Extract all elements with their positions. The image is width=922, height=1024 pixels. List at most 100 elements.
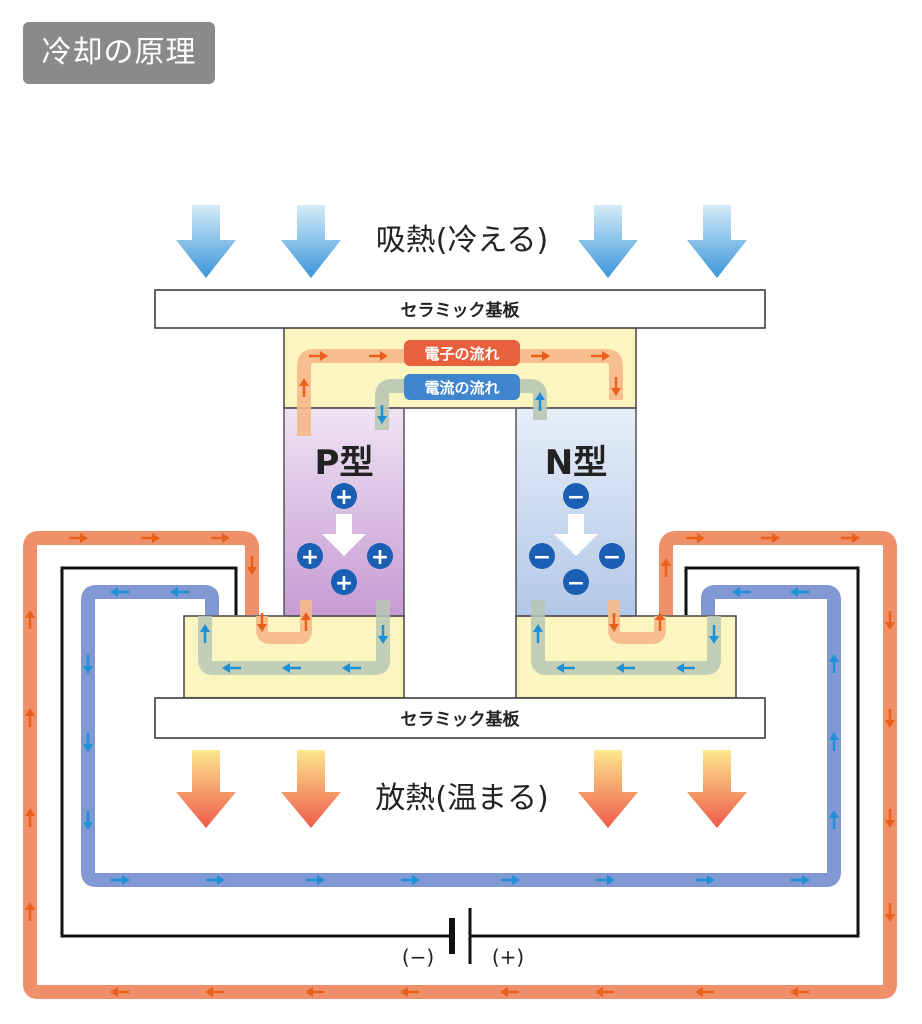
current-arrow	[83, 655, 93, 674]
current-arrow	[556, 663, 575, 673]
current-arrow	[111, 875, 130, 885]
electron-arrow	[369, 351, 388, 361]
electron-arrow	[661, 558, 671, 577]
electron-flow-label: 電子の流れ	[424, 345, 499, 363]
heat-release-arrow	[281, 750, 341, 828]
electron-arrow	[885, 611, 895, 630]
heat-absorb-arrow	[687, 205, 747, 278]
current-arrow	[200, 624, 210, 643]
electron-arrow	[591, 351, 610, 361]
current-arrow	[306, 875, 325, 885]
svg-text:−: −	[567, 485, 585, 510]
current-arrow	[535, 392, 545, 411]
bottom-electrode-right	[515, 615, 737, 699]
electron-arrow	[885, 709, 895, 728]
electron-arrow	[686, 533, 705, 543]
svg-text:−: −	[603, 545, 621, 570]
n-type-label: N型	[545, 443, 607, 483]
top-ceramic-plate	[154, 289, 766, 329]
flow-direction-arrows	[25, 351, 895, 997]
heat-absorb-arrow	[176, 205, 236, 278]
page-title: 冷却の原理	[23, 22, 215, 84]
electron-arrow	[609, 613, 619, 632]
current-arrow	[222, 663, 241, 673]
bottom-ceramic-plate	[154, 697, 766, 739]
current-arrow	[170, 587, 189, 597]
svg-text:+: +	[371, 545, 389, 570]
top-plate-label: セラミック基板	[401, 300, 521, 321]
electron-arrow	[211, 533, 230, 543]
current-arrow	[829, 732, 839, 751]
p-charge-flow-arrow	[322, 514, 366, 556]
current-arrow	[676, 663, 695, 673]
electron-arrow	[885, 903, 895, 922]
n-type-electrons: − − − −	[529, 483, 625, 596]
current-arrow	[110, 587, 129, 597]
electron-arrow	[309, 351, 328, 361]
current-arrow	[83, 733, 93, 752]
current-arrow	[709, 625, 719, 644]
heat-absorb-arrows	[176, 205, 747, 278]
heat-release-arrow	[578, 750, 638, 828]
heat-absorb-label: 吸熱(冷える)	[376, 223, 549, 258]
svg-text:+: +	[301, 545, 319, 570]
current-arrow	[401, 875, 420, 885]
heat-release-label: 放熱(温まる)	[375, 781, 548, 816]
electron-arrow	[400, 987, 419, 997]
current-arrow	[791, 875, 810, 885]
electron-arrow	[761, 533, 780, 543]
plus-terminal-label: (+)	[492, 945, 524, 969]
svg-text:+: +	[335, 485, 353, 510]
electron-arrow	[25, 610, 35, 629]
electron-charge	[529, 543, 555, 569]
current-arrow	[282, 663, 301, 673]
current-arrow	[501, 875, 520, 885]
hole-charge	[297, 543, 323, 569]
electron-arrow	[205, 987, 224, 997]
current-arrow	[696, 875, 715, 885]
electron-flow-pill	[404, 340, 520, 366]
electron-arrow	[257, 613, 267, 632]
electron-arrow	[841, 533, 860, 543]
electron-arrow	[301, 612, 311, 631]
bottom-plate-label: セラミック基板	[401, 709, 521, 730]
current-arrow	[616, 663, 635, 673]
heat-absorb-arrow	[281, 205, 341, 278]
electron-arrow	[655, 612, 665, 631]
current-arrow	[790, 587, 809, 597]
bottom-electrode-left	[183, 615, 405, 699]
current-arrow	[732, 587, 751, 597]
hole-charge	[331, 569, 357, 595]
electron-arrow	[790, 987, 809, 997]
electron-charge	[563, 483, 589, 509]
electron-arrow	[110, 987, 129, 997]
electron-arrow	[25, 808, 35, 827]
electron-arrow	[695, 987, 714, 997]
current-arrow	[206, 875, 225, 885]
heat-release-arrows	[176, 750, 747, 828]
hole-charge	[331, 483, 357, 509]
electron-charge	[599, 543, 625, 569]
current-arrow	[83, 811, 93, 830]
current-arrow	[378, 625, 388, 644]
current-arrow	[829, 654, 839, 673]
electron-arrow	[141, 533, 160, 543]
current-arrow	[342, 663, 361, 673]
electron-arrow	[25, 708, 35, 727]
svg-text:+: +	[335, 571, 353, 596]
current-arrow	[829, 810, 839, 829]
electron-arrow	[25, 902, 35, 921]
electron-arrow	[305, 987, 324, 997]
electron-arrow	[531, 351, 550, 361]
current-arrow	[377, 405, 387, 424]
electron-arrow	[611, 377, 621, 396]
heat-release-arrow	[687, 750, 747, 828]
n-charge-flow-arrow	[554, 514, 598, 556]
heat-release-arrow	[176, 750, 236, 828]
heat-absorb-arrow	[578, 205, 638, 278]
p-type-label: P型	[315, 443, 374, 483]
electron-arrow	[69, 533, 88, 543]
current-flow-pill	[404, 374, 520, 400]
current-flow-label: 電流の流れ	[424, 379, 499, 397]
